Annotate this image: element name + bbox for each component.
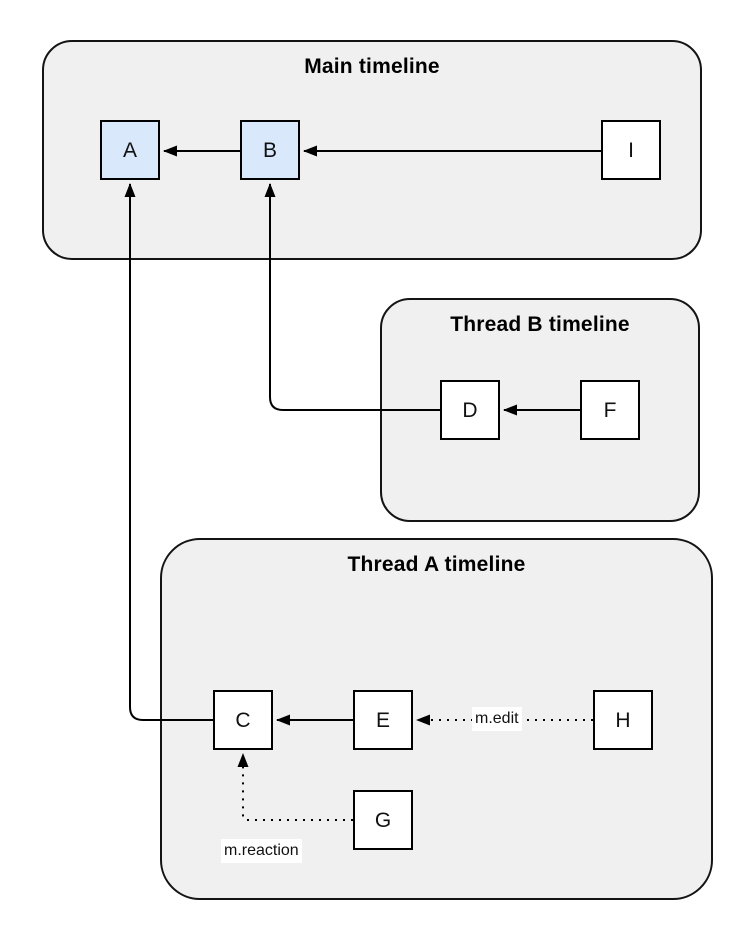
event-node-H: H — [593, 690, 653, 750]
event-node-D: D — [440, 380, 500, 440]
event-node-B: B — [240, 120, 300, 180]
event-node-label-C: C — [235, 708, 251, 732]
event-node-C: C — [213, 690, 273, 750]
container-thread-b-timeline: Thread B timeline — [380, 298, 700, 522]
event-node-F: F — [580, 380, 640, 440]
container-title-thread-a-timeline: Thread A timeline — [347, 553, 526, 576]
event-node-label-D: D — [462, 398, 478, 422]
edge-label-m-edit: m.edit — [472, 707, 522, 731]
event-node-label-G: G — [374, 808, 392, 832]
event-node-I: I — [601, 120, 661, 180]
event-node-label-H: H — [615, 708, 631, 732]
event-node-A: A — [100, 120, 160, 180]
container-title-main-timeline: Main timeline — [304, 55, 440, 78]
event-node-label-A: A — [122, 138, 137, 162]
edge-label-m-reaction: m.reaction — [221, 839, 302, 863]
event-node-G: G — [353, 790, 413, 850]
event-node-label-F: F — [603, 398, 617, 422]
container-title-thread-b-timeline: Thread B timeline — [450, 313, 630, 336]
event-node-label-B: B — [262, 138, 277, 162]
event-node-label-E: E — [375, 708, 390, 732]
event-node-E: E — [353, 690, 413, 750]
event-node-label-I: I — [628, 138, 634, 162]
